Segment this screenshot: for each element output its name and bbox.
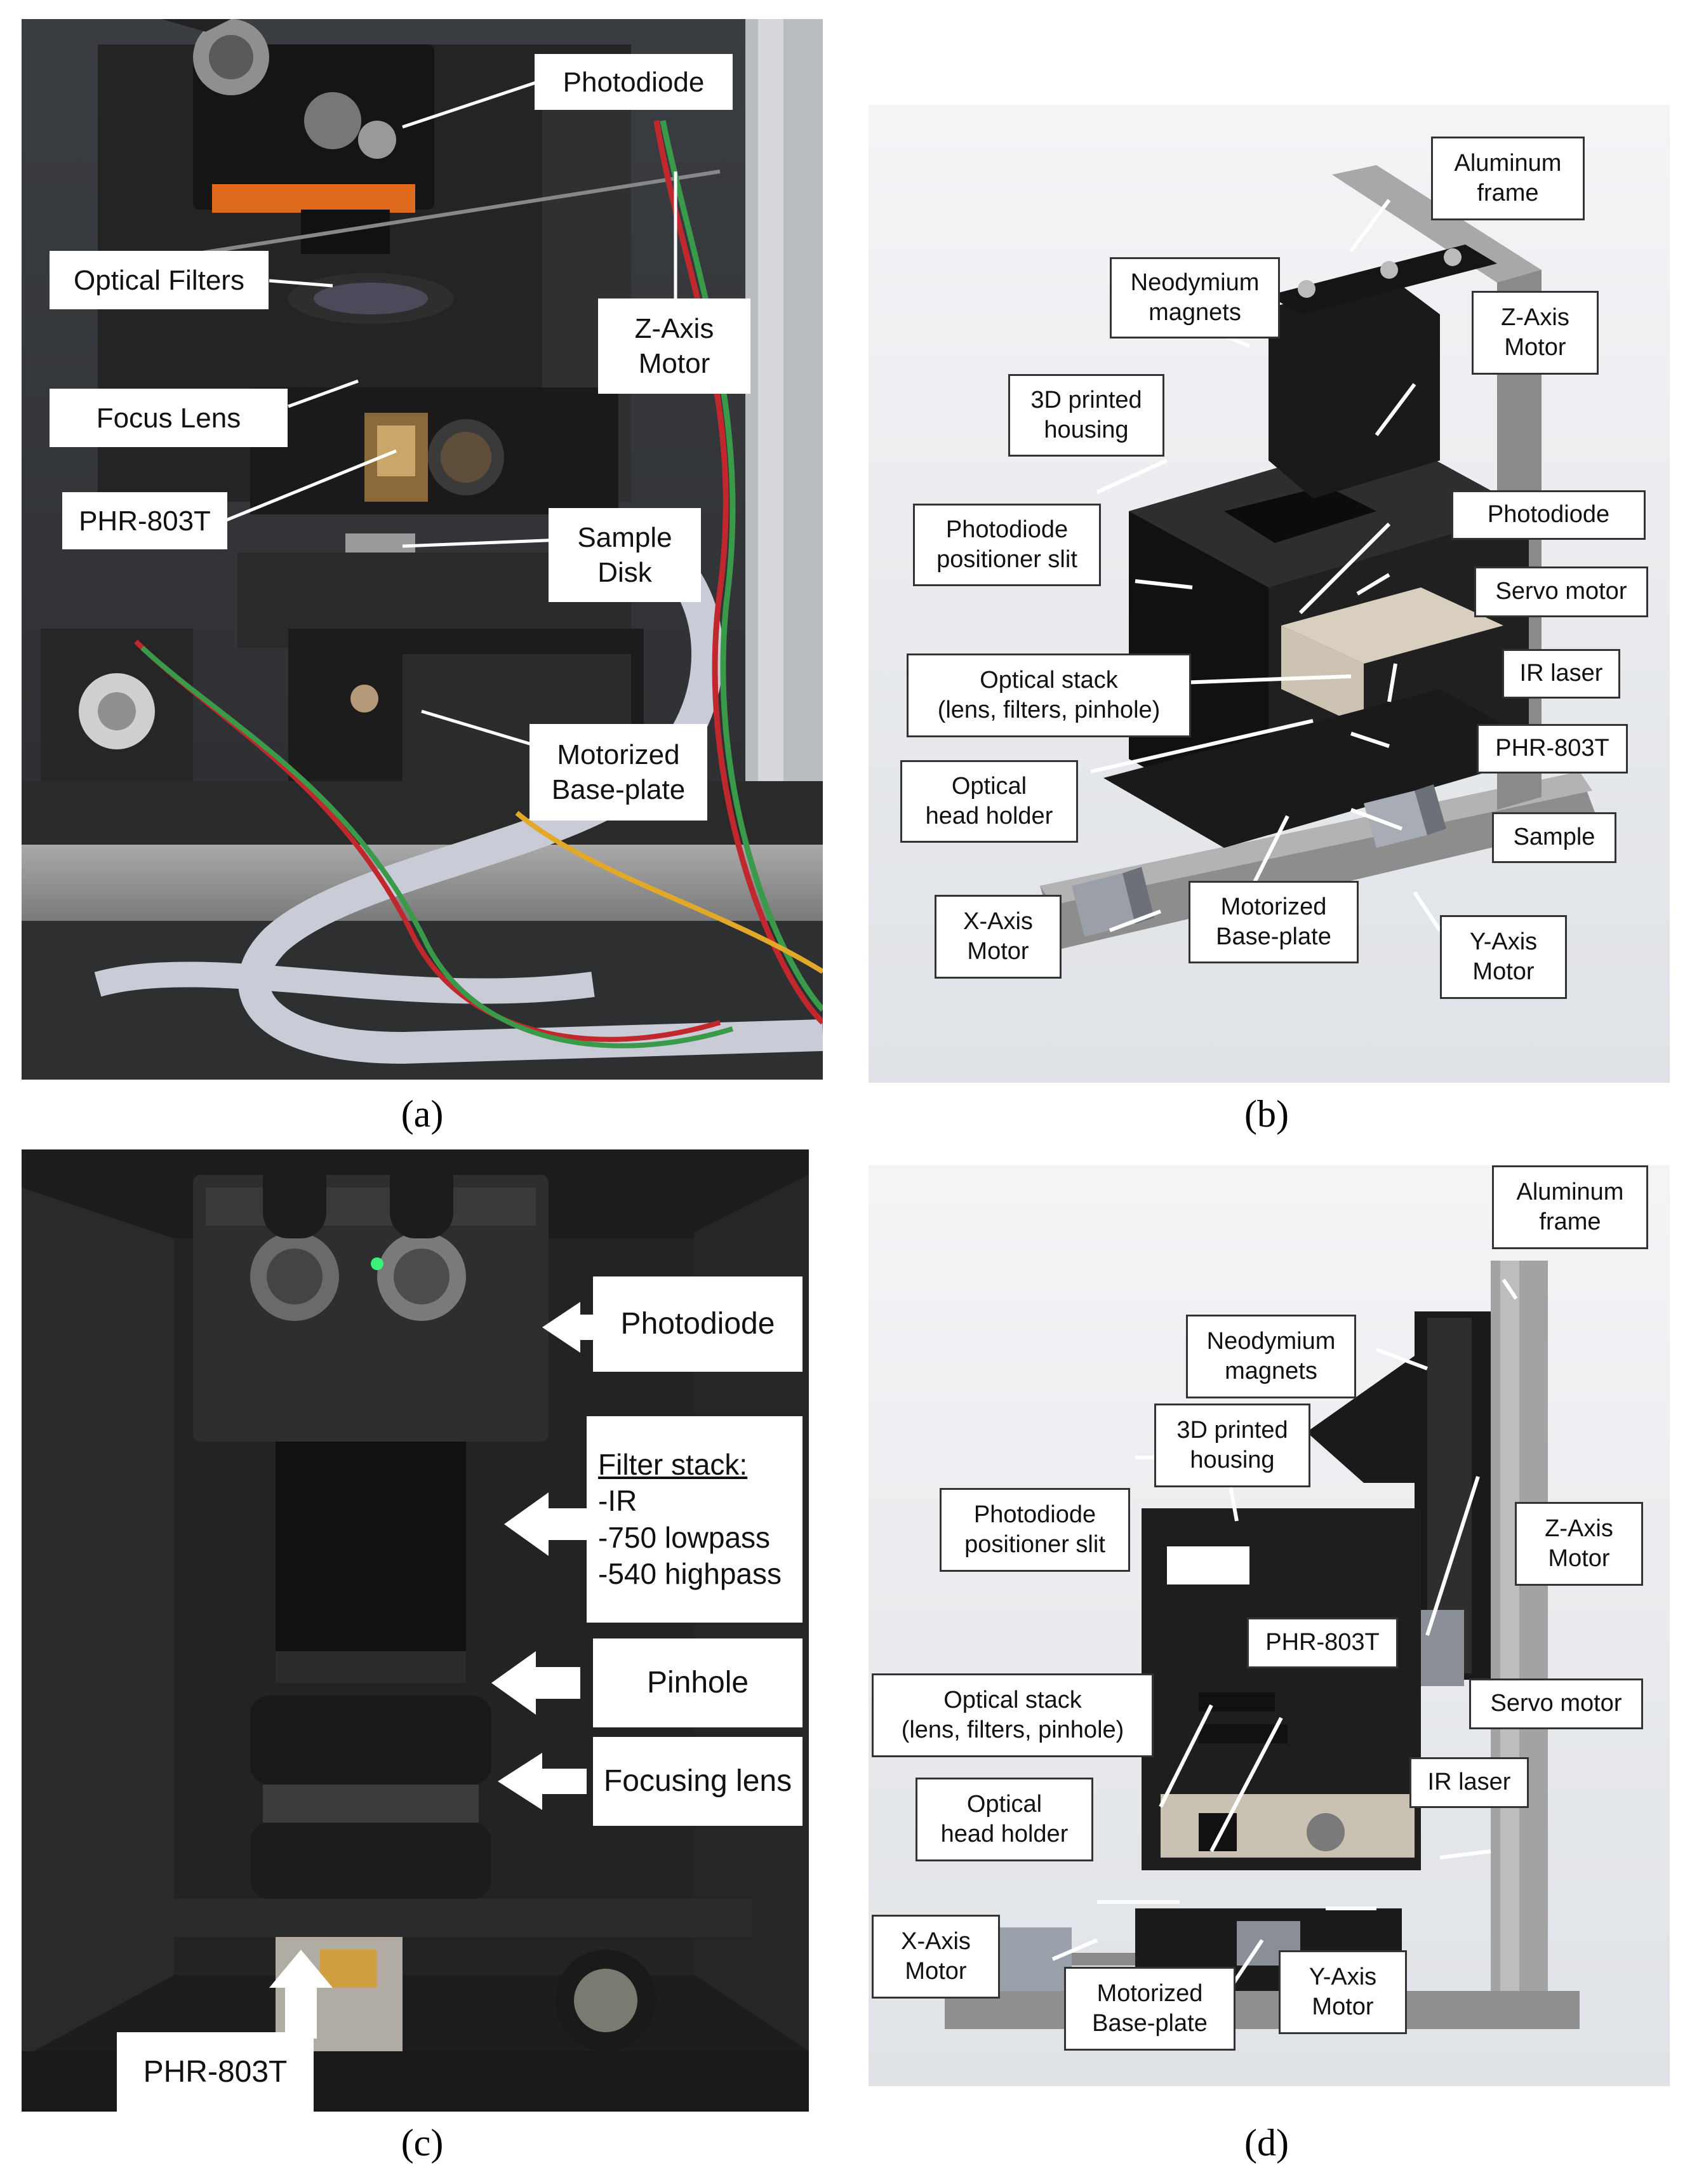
phr-803t-label-d: PHR-803T xyxy=(1247,1618,1398,1668)
sample-disk-label-a: Sample Disk xyxy=(549,508,701,602)
panel-d-cad: Aluminum frame Neodymium magnets 3D prin… xyxy=(869,1165,1670,2086)
focus-lens-label-a: Focus Lens xyxy=(50,389,288,447)
3d-printed-housing-label-d: 3D printed housing xyxy=(1154,1404,1310,1487)
caption-b: (b) xyxy=(1244,1093,1289,1135)
optical-stack-label-b: Optical stack (lens, filters, pinhole) xyxy=(907,653,1191,737)
optical-stack-label-d: Optical stack (lens, filters, pinhole) xyxy=(872,1673,1154,1757)
panel-a-illustration xyxy=(22,19,823,1080)
sample-label-b: Sample xyxy=(1492,812,1616,863)
panel-c-illustration xyxy=(22,1149,809,2112)
aluminum-frame-label-d: Aluminum frame xyxy=(1492,1165,1648,1249)
focusing-lens-label-c: Focusing lens xyxy=(593,1737,803,1826)
panel-c-arrows xyxy=(269,1302,618,2039)
photodiode-label-c: Photodiode xyxy=(593,1276,803,1372)
servo-motor-label-b: Servo motor xyxy=(1474,566,1648,617)
caption-d: (d) xyxy=(1244,2122,1289,2164)
servo-motor-label-d: Servo motor xyxy=(1469,1678,1643,1729)
optical-filters-label-a: Optical Filters xyxy=(50,251,269,309)
photodiode-label-b: Photodiode xyxy=(1451,490,1646,540)
phr-803t-label-b: PHR-803T xyxy=(1477,724,1628,774)
motorized-base-plate-label-b: Motorized Base-plate xyxy=(1189,881,1359,963)
panel-b-cad: Aluminum frame Neodymium magnets Z-Axis … xyxy=(869,105,1670,1083)
neodymium-magnets-label-d: Neodymium magnets xyxy=(1186,1315,1356,1398)
pinhole-label-c: Pinhole xyxy=(593,1638,803,1727)
x-axis-motor-label-b: X-Axis Motor xyxy=(935,895,1062,979)
phr-803t-label-c: PHR-803T xyxy=(117,2032,314,2112)
caption-a: (a) xyxy=(401,1093,444,1135)
phr-803t-label-a: PHR-803T xyxy=(62,492,227,549)
optical-head-holder-label-b: Optical head holder xyxy=(900,760,1078,843)
panel-a-pointers xyxy=(224,81,677,751)
filter-stack-title: Filter stack: xyxy=(598,1447,748,1481)
y-axis-motor-label-b: Y-Axis Motor xyxy=(1440,915,1567,999)
ir-laser-label-b: IR laser xyxy=(1502,649,1620,699)
optical-head-holder-label-d: Optical head holder xyxy=(916,1778,1093,1861)
z-axis-motor-label-a: Z-Axis Motor xyxy=(598,298,750,394)
filter-stack-label-c: Filter stack: -IR -750 lowpass -540 high… xyxy=(587,1416,803,1623)
neodymium-magnets-label-b: Neodymium magnets xyxy=(1110,257,1280,338)
z-axis-motor-label-d: Z-Axis Motor xyxy=(1515,1502,1643,1586)
caption-c: (c) xyxy=(401,2122,444,2164)
x-axis-motor-label-d: X-Axis Motor xyxy=(872,1915,1000,1999)
motorized-base-plate-label-d: Motorized Base-plate xyxy=(1064,1967,1235,2051)
ir-laser-label-d: IR laser xyxy=(1409,1757,1529,1808)
photodiode-positioner-slit-label-d: Photodiode positioner slit xyxy=(940,1488,1130,1572)
y-axis-motor-label-d: Y-Axis Motor xyxy=(1279,1950,1407,2034)
panel-a-photo: Photodiode Optical Filters Z-Axis Motor … xyxy=(22,19,823,1080)
panel-b-pointers xyxy=(1090,199,1442,932)
motorized-base-plate-label-a: Motorized Base-plate xyxy=(529,724,707,821)
aluminum-frame-label-b: Aluminum frame xyxy=(1431,137,1585,220)
photodiode-label-a: Photodiode xyxy=(535,54,733,110)
photodiode-positioner-slit-label-b: Photodiode positioner slit xyxy=(913,504,1101,586)
z-axis-motor-label-b: Z-Axis Motor xyxy=(1472,291,1599,375)
panel-c-photo: Photodiode Filter stack: -IR -750 lowpas… xyxy=(22,1149,809,2112)
3d-printed-housing-label-b: 3D printed housing xyxy=(1008,374,1164,457)
filter-stack-items: -IR -750 lowpass -540 highpass xyxy=(598,1484,782,1590)
